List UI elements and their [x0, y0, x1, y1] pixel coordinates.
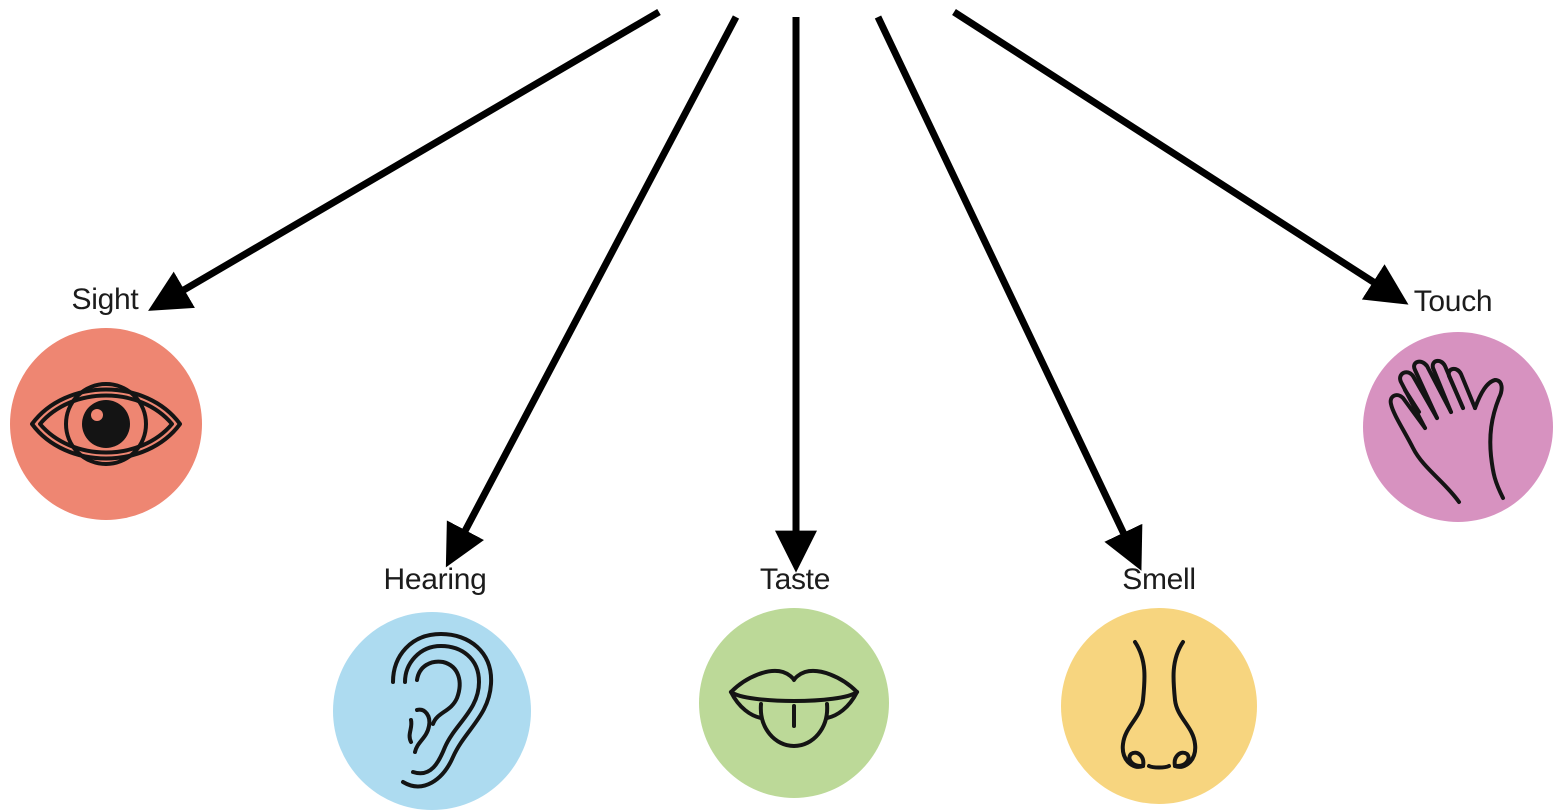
hearing-circle [333, 612, 531, 810]
arrow-to-touch [952, 9, 1409, 305]
hand-icon [1388, 359, 1505, 504]
eye-icon [30, 382, 182, 466]
ear-icon [391, 632, 494, 789]
nose-icon [1120, 640, 1198, 770]
taste-circle [699, 608, 889, 798]
taste-label: Taste [759, 563, 831, 596]
smell-label: Smell [1122, 563, 1196, 596]
hearing-label: Hearing [383, 563, 487, 596]
touch-label: Touch [1413, 285, 1493, 318]
touch-circle [1363, 332, 1553, 522]
arrow-to-smell [874, 15, 1143, 571]
sight-label: Sight [71, 283, 139, 316]
smell-circle [1061, 608, 1257, 804]
arrow-to-sight [148, 8, 661, 311]
sight-circle [10, 328, 202, 520]
tongue-icon [729, 669, 859, 748]
arrow-to-hearing [445, 15, 740, 568]
